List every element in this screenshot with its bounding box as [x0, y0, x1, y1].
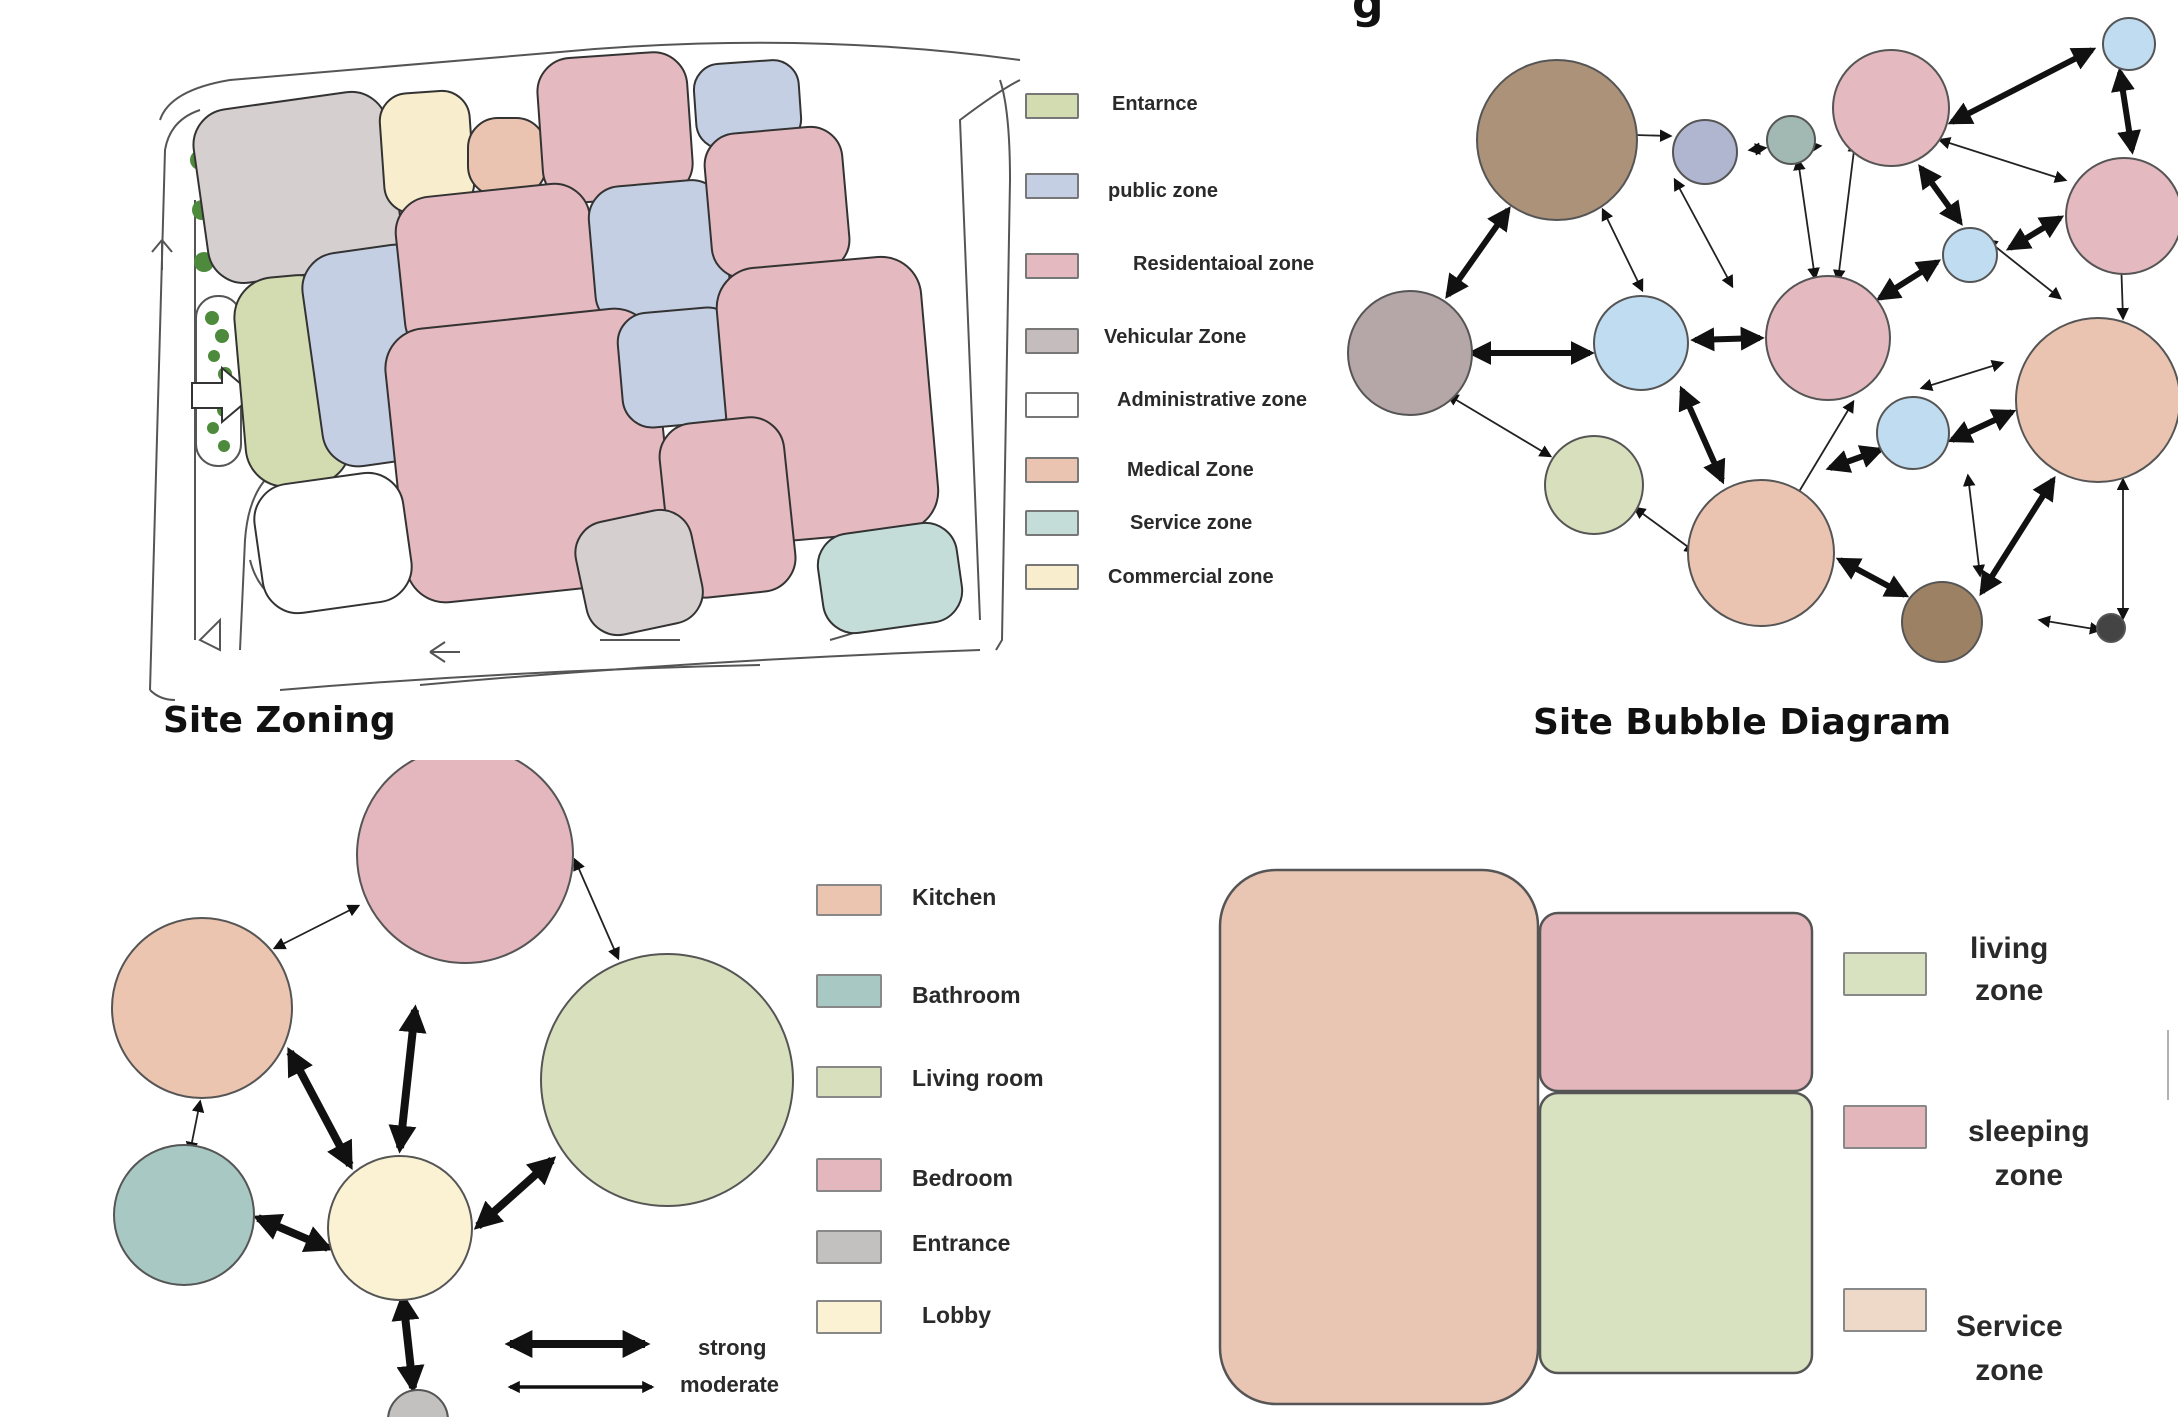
house-bubble-panel: Kitchen Bathroom Living room Bedroom Ent…: [0, 760, 1120, 1417]
top-title-fragment: g: [1352, 0, 1384, 29]
legend-label-living-zone: living zone: [1970, 928, 2048, 1012]
sleeping-zone-line-2: zone: [1994, 1159, 2064, 1192]
legend-swatch-lobby: [816, 1300, 882, 1334]
bubble-living-room: [540, 953, 794, 1207]
legend-swatch-bedroom: [816, 1158, 882, 1192]
bubble-bathroom: [113, 1144, 255, 1286]
living-zone-line-1: living: [1970, 932, 2049, 965]
legend-swatch-service: [1025, 510, 1079, 536]
zoning-blocks-panel: living zone sleeping zone Service zone: [1180, 760, 2178, 1417]
legend-swatch-service-zone: [1843, 1288, 1927, 1332]
bubble-vehicular-low: [1901, 581, 1983, 663]
arrow-legend-moderate: moderate: [680, 1372, 780, 1397]
zone-medical-small: [467, 117, 547, 197]
legend-label-bathroom: Bathroom: [912, 982, 1021, 1008]
bubble-lobby: [327, 1155, 473, 1301]
house-bubble-diagram: [111, 760, 794, 1417]
legend-swatch-commercial: [1025, 564, 1079, 590]
block-service-zone: [1218, 868, 1540, 1406]
bubble-vehicular-large: [1476, 59, 1638, 221]
bubble-medical-right: [2015, 317, 2178, 483]
legend-label-commercial: Commercial zone: [1108, 566, 1274, 588]
zone-residential-3: [703, 125, 851, 280]
bubble-public-small-1: [1672, 119, 1738, 185]
legend-label-entrance: Entarnce: [1112, 93, 1198, 115]
site-bubble-diagram: [1347, 17, 2178, 663]
service-zone-line-2: zone: [1975, 1354, 2044, 1387]
legend-swatch-administrative: [1025, 392, 1079, 418]
zone-service: [816, 521, 964, 635]
legend-swatch-medical: [1025, 457, 1079, 483]
legend-swatch-public: [1025, 173, 1079, 199]
arrow-legend-strong: strong: [698, 1335, 767, 1360]
site-bubble-panel: Site Bubble Diagram: [1320, 0, 2178, 760]
legend-label-service: Service zone: [1130, 512, 1253, 534]
bubble-public-center: [1593, 295, 1689, 391]
bubble-service-small: [1766, 115, 1816, 165]
bubble-bedroom: [356, 760, 574, 964]
bubble-residential-right: [2065, 157, 2178, 275]
bubble-kitchen: [111, 917, 293, 1099]
site-zoning-panel: Entarnce public zone Residentaioal zone …: [0, 0, 1360, 760]
site-zones: [192, 51, 964, 637]
legend-swatch-living-room: [816, 1066, 882, 1098]
legend-label-medical: Medical Zone: [1127, 459, 1254, 481]
site-zoning-plan: [149, 41, 1021, 701]
site-entrance-arrow: [191, 365, 256, 425]
legend-label-public: public zone: [1108, 180, 1218, 202]
sleeping-zone-line-1: sleeping: [1968, 1115, 2090, 1148]
block-sleeping-zone: [1538, 911, 1814, 1093]
block-living-zone: [1538, 1091, 1814, 1375]
bubble-public-low: [1876, 396, 1950, 470]
service-zone-line-1: Service: [1956, 1310, 2063, 1343]
bubble-public-corner: [2102, 17, 2156, 71]
bubble-entrance: [1544, 435, 1644, 535]
bubble-entrance: [387, 1389, 449, 1417]
bubble-node-dark: [2096, 613, 2126, 643]
legend-label-administrative: Administrative zone: [1117, 389, 1308, 411]
legend-swatch-kitchen: [816, 884, 882, 916]
living-zone-line-2: zone: [1975, 974, 2044, 1007]
bubble-vehicular-left: [1347, 290, 1473, 416]
legend-label-vehicular: Vehicular Zone: [1104, 326, 1247, 348]
arrow-legend-marks: [504, 1330, 655, 1394]
legend-label-entrance: Entrance: [912, 1230, 1011, 1256]
zone-administrative: [253, 471, 413, 615]
legend-label-kitchen: Kitchen: [912, 884, 997, 910]
site-bubble-title: Site Bubble Diagram: [1533, 702, 1952, 743]
legend-label-lobby: Lobby: [922, 1302, 991, 1328]
legend-swatch-sleeping-zone: [1843, 1105, 1927, 1149]
legend-swatch-vehicular: [1025, 328, 1079, 354]
bubble-residential-top: [1832, 49, 1950, 167]
zoning-blocks-diagram: [1218, 868, 2169, 1406]
legend-swatch-entrance: [816, 1230, 882, 1264]
legend-swatch-residential: [1025, 253, 1079, 279]
legend-swatch-entrance: [1025, 93, 1079, 119]
bubble-public-mid: [1942, 227, 1998, 283]
legend-label-service-zone: Service zone: [1956, 1305, 2063, 1393]
bubble-residential-center: [1765, 275, 1891, 401]
legend-label-residential: Residentaioal zone: [1133, 253, 1315, 275]
bubble-medical-low: [1687, 479, 1835, 627]
site-zoning-title: Site Zoning: [163, 700, 396, 741]
legend-label-living-room: Living room: [912, 1065, 1044, 1091]
zone-vehicular-2: [574, 508, 704, 637]
legend-label-bedroom: Bedroom: [912, 1165, 1013, 1191]
legend-swatch-bathroom: [816, 974, 882, 1008]
legend-label-sleeping-zone: sleeping zone: [1968, 1110, 2090, 1198]
legend-swatch-living-zone: [1843, 952, 1927, 996]
